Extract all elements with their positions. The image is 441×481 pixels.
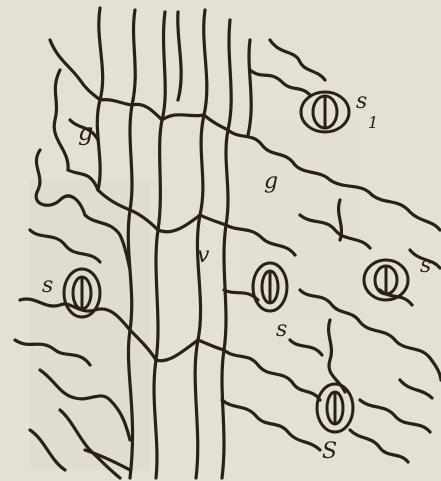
label-s-bottom: S: [322, 439, 337, 464]
label-s1-subscript: 1: [368, 113, 378, 132]
label-s-right: s: [420, 253, 431, 278]
label-s-center: s: [276, 317, 287, 342]
label-v: v: [197, 243, 210, 268]
label-g-upper: g: [78, 118, 93, 146]
label-g-middle: g: [264, 169, 278, 194]
label-s-left: s: [42, 273, 53, 298]
label-s1: s: [356, 89, 367, 114]
